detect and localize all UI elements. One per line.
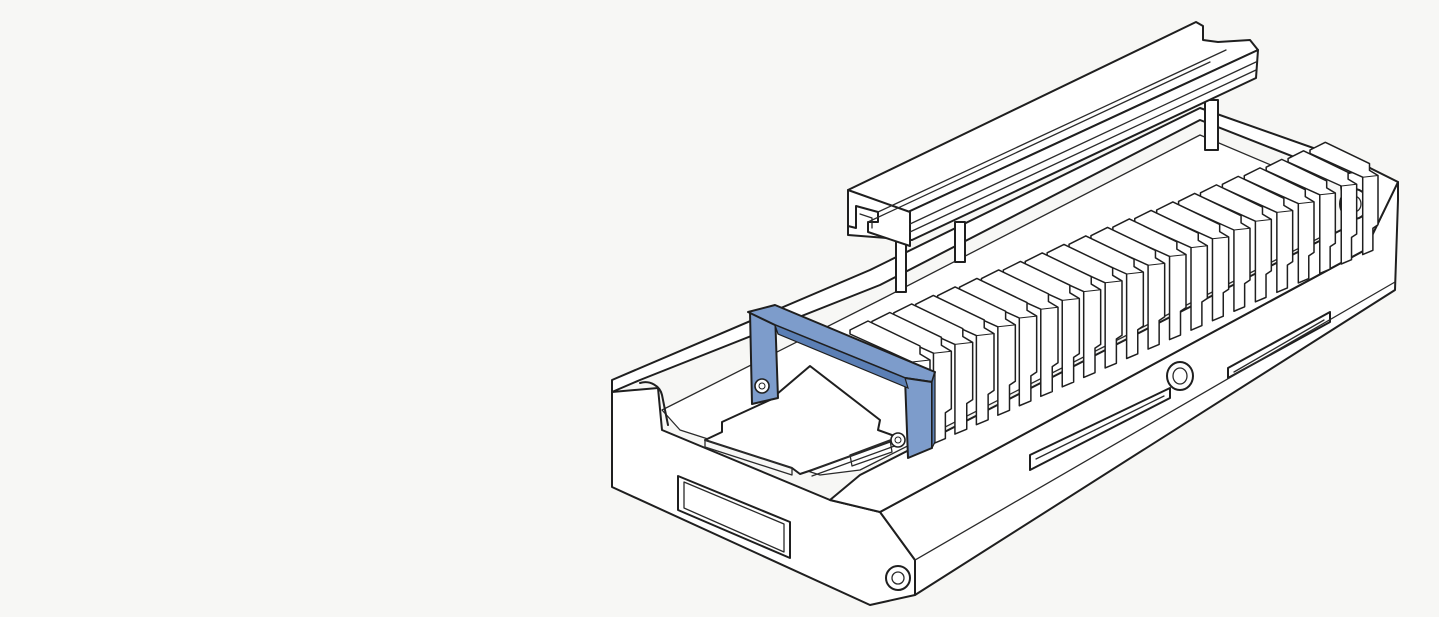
housing-end-notch (639, 381, 669, 426)
rail-post-mid (954, 221, 966, 263)
heatsink-fin (1243, 167, 1315, 284)
heatsink-fin (1046, 243, 1123, 369)
heatsink-fin (1090, 226, 1166, 350)
heatsink-fin (1134, 209, 1209, 331)
heatsink-fin-stack (849, 141, 1379, 454)
heatsink-fin (1024, 252, 1102, 379)
rail-post-rear (1204, 99, 1219, 151)
heatsink-fin (1155, 201, 1230, 322)
heatsink-fin (1177, 192, 1251, 312)
bracket-hole-left (754, 378, 770, 394)
heatsink-fin (893, 303, 974, 435)
heatsink-fin (871, 311, 953, 445)
heatsink-fin (914, 294, 995, 426)
bracket-right-leg (904, 377, 933, 459)
rail-post-front (895, 239, 907, 293)
heatsink-fin (980, 269, 1059, 398)
bracket-hole-right (890, 432, 906, 448)
heatsink-fin (936, 286, 1017, 416)
side-mount-boss (1166, 361, 1194, 391)
top-rail-assembly (847, 21, 1259, 293)
heatsink-fin (1309, 141, 1379, 256)
heatsink-fin (1068, 235, 1145, 360)
front-label-recess (677, 475, 791, 559)
u-bracket-highlighted (747, 304, 936, 459)
side-slot-upper (1227, 311, 1331, 379)
heatsink-fin (1221, 175, 1294, 294)
heatsink-fin (958, 277, 1038, 407)
corner-screw-bottom (885, 565, 911, 591)
rail-end-profile (847, 189, 911, 247)
heatsink-fin (1287, 150, 1358, 265)
heatsink-fin (1112, 218, 1187, 341)
heatsink-fin (1199, 184, 1273, 303)
side-slot-lower (1029, 387, 1171, 471)
heatsink-fin (1002, 260, 1081, 388)
heatsink-fin (1265, 158, 1337, 275)
